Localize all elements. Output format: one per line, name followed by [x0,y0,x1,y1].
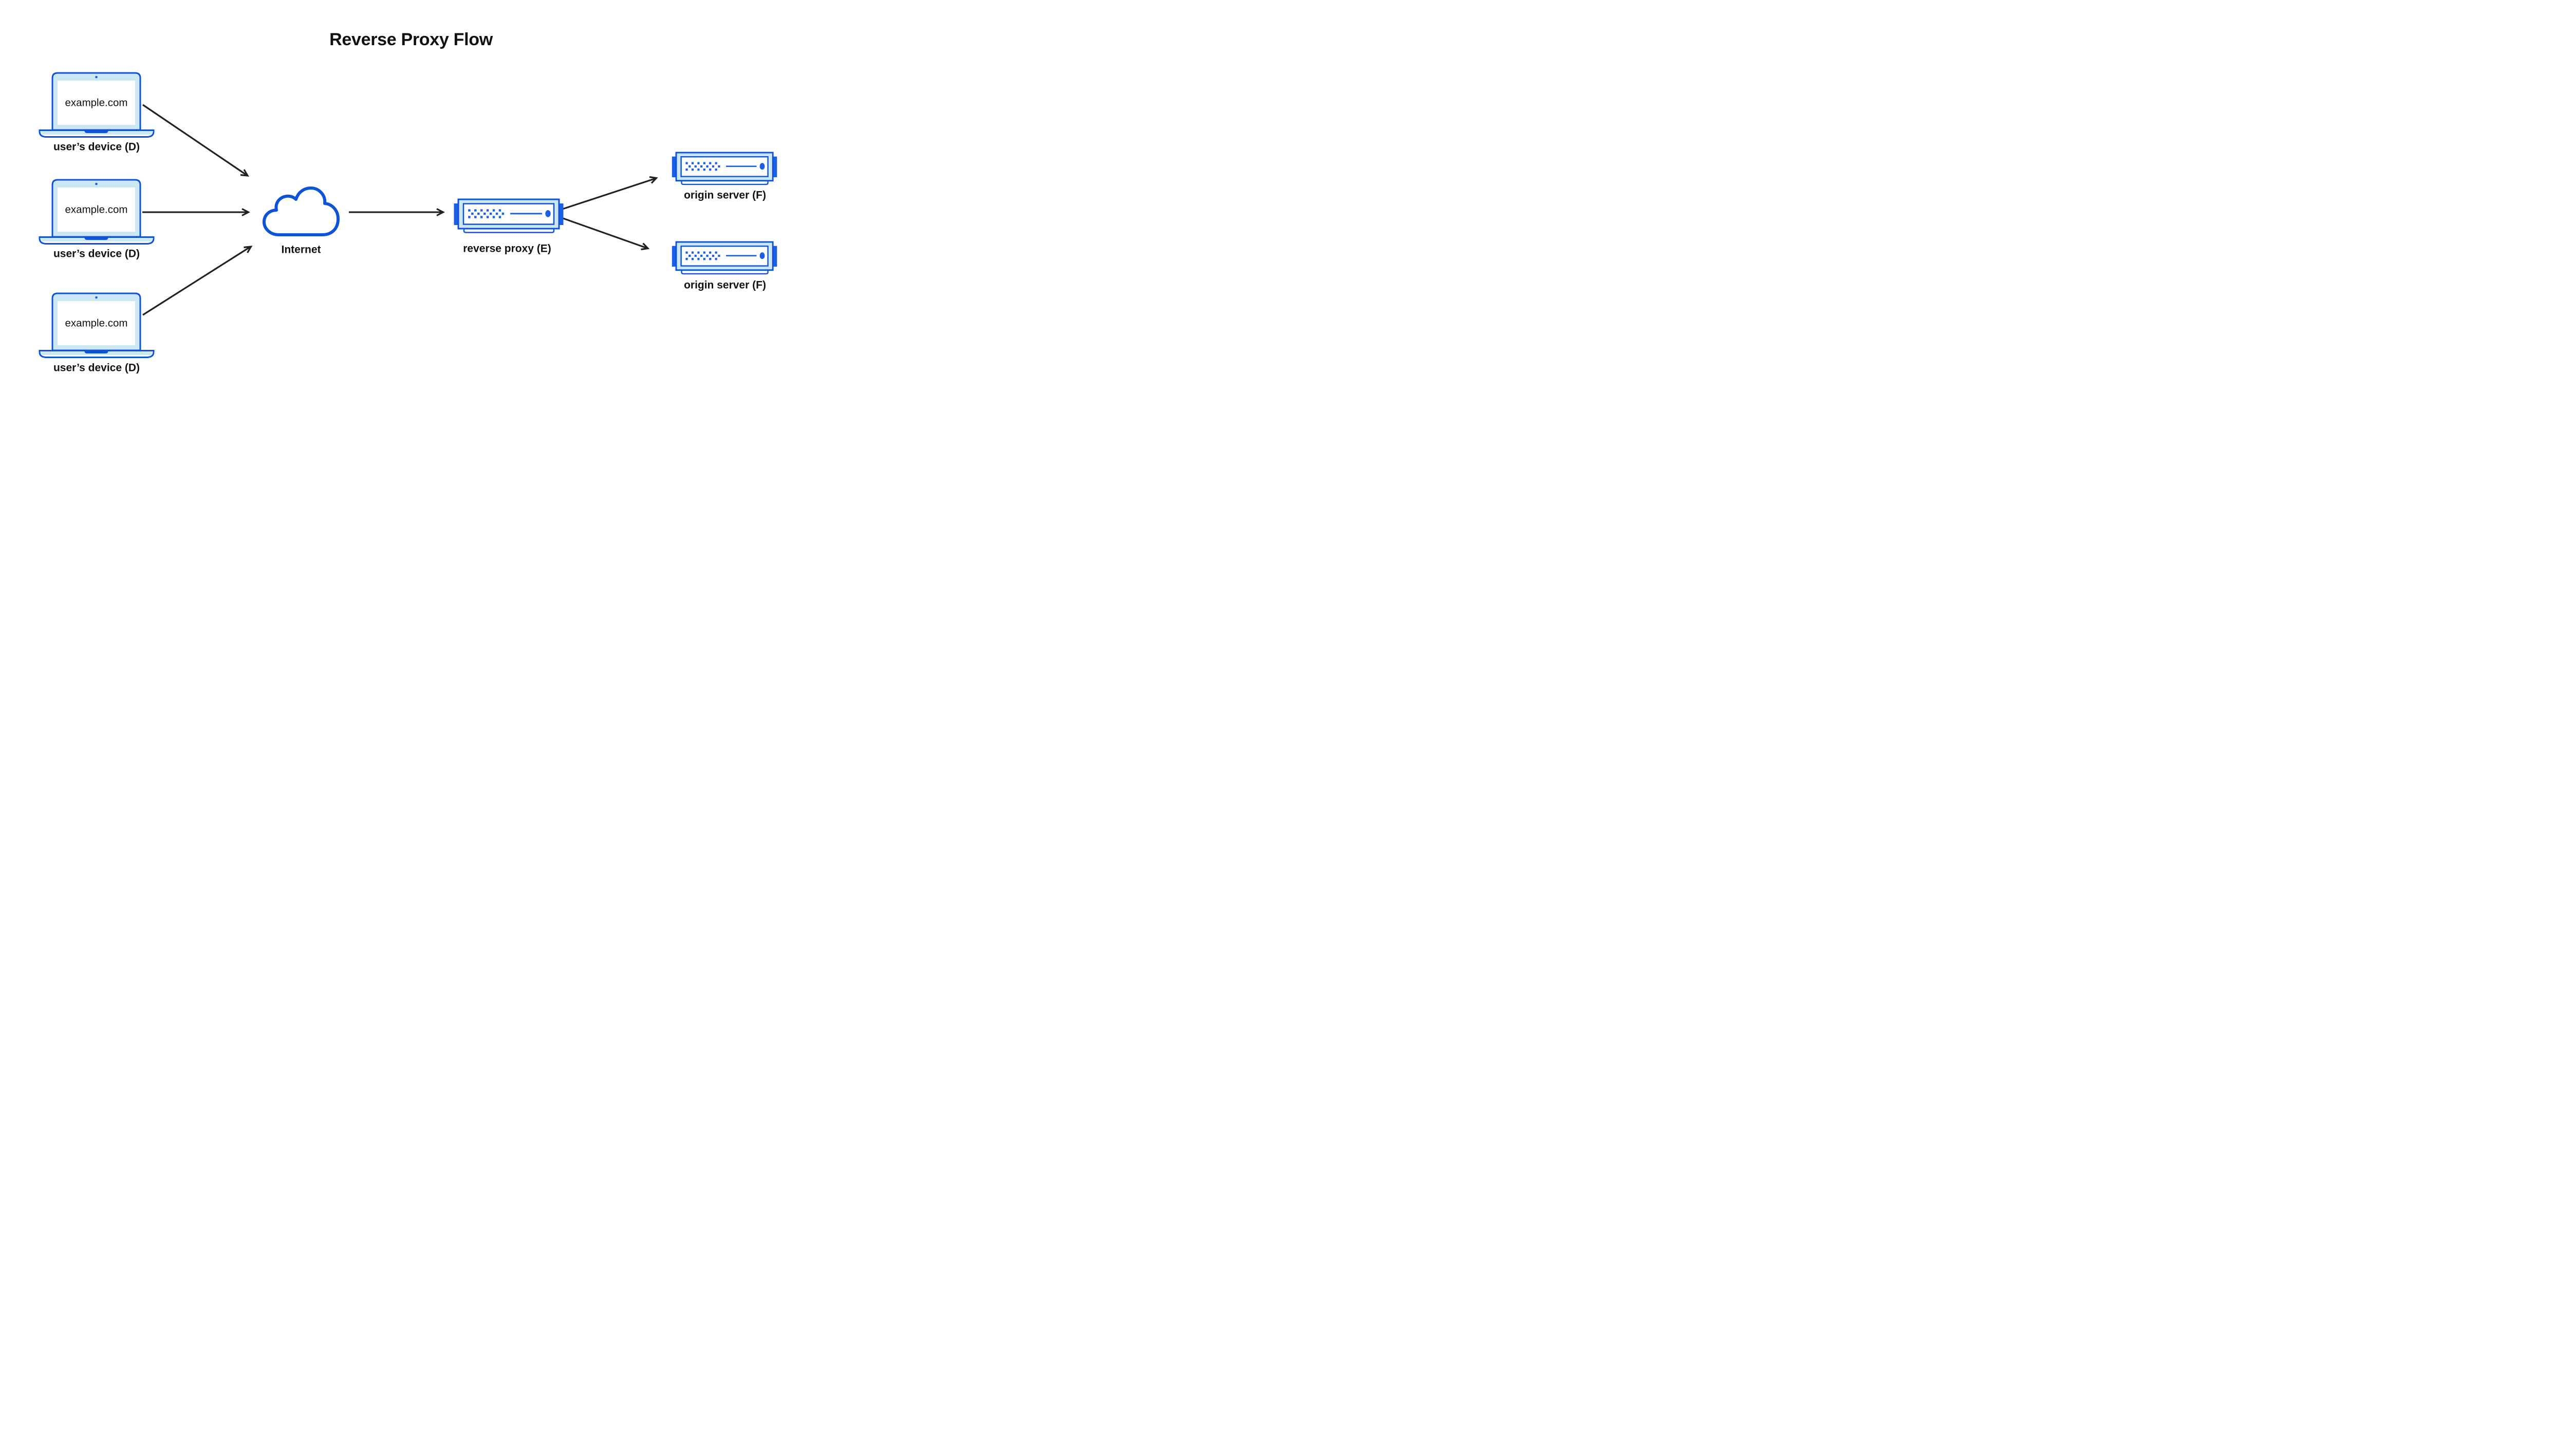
arrow-proxy-to-origin1 [563,176,658,210]
reverse-proxy-flow-diagram: Reverse Proxy Flow example.com user’s de… [39,30,778,374]
server-icon [671,241,778,275]
server-icon [453,198,564,233]
internet-label: Internet [281,244,321,256]
device-label: user’s device (D) [53,362,140,374]
device-label: user’s device (D) [53,248,140,260]
diagram-canvas: Reverse Proxy Flow example.com user’s de… [0,0,822,411]
reverse-proxy-node: reverse proxy (E) [453,198,564,255]
device-screen-text: example.com [65,97,128,109]
arrow-device3-to-internet [142,246,253,316]
reverse-proxy-label: reverse proxy (E) [463,243,551,255]
arrow-internet-to-proxy [349,208,445,216]
cloud-icon [262,186,340,236]
device-label: user’s device (D) [53,141,140,153]
device-screen-text: example.com [65,204,128,216]
user-device-node-2: example.com user’s device (D) [39,179,155,260]
arrow-proxy-to-origin2 [563,217,650,251]
page-title: Reverse Proxy Flow [329,30,493,49]
origin-server-label: origin server (F) [684,190,766,201]
origin-server-node-2: origin server (F) [671,241,778,291]
origin-server-node-1: origin server (F) [671,152,778,201]
user-device-node-1: example.com user’s device (D) [39,72,155,153]
device-screen-text: example.com [65,318,128,329]
internet-node: Internet [262,186,340,256]
origin-server-label: origin server (F) [684,279,766,291]
arrow-device1-to-internet [142,104,249,177]
user-device-node-3: example.com user’s device (D) [39,292,155,374]
arrow-device2-to-internet [142,208,250,216]
server-icon [671,152,778,185]
